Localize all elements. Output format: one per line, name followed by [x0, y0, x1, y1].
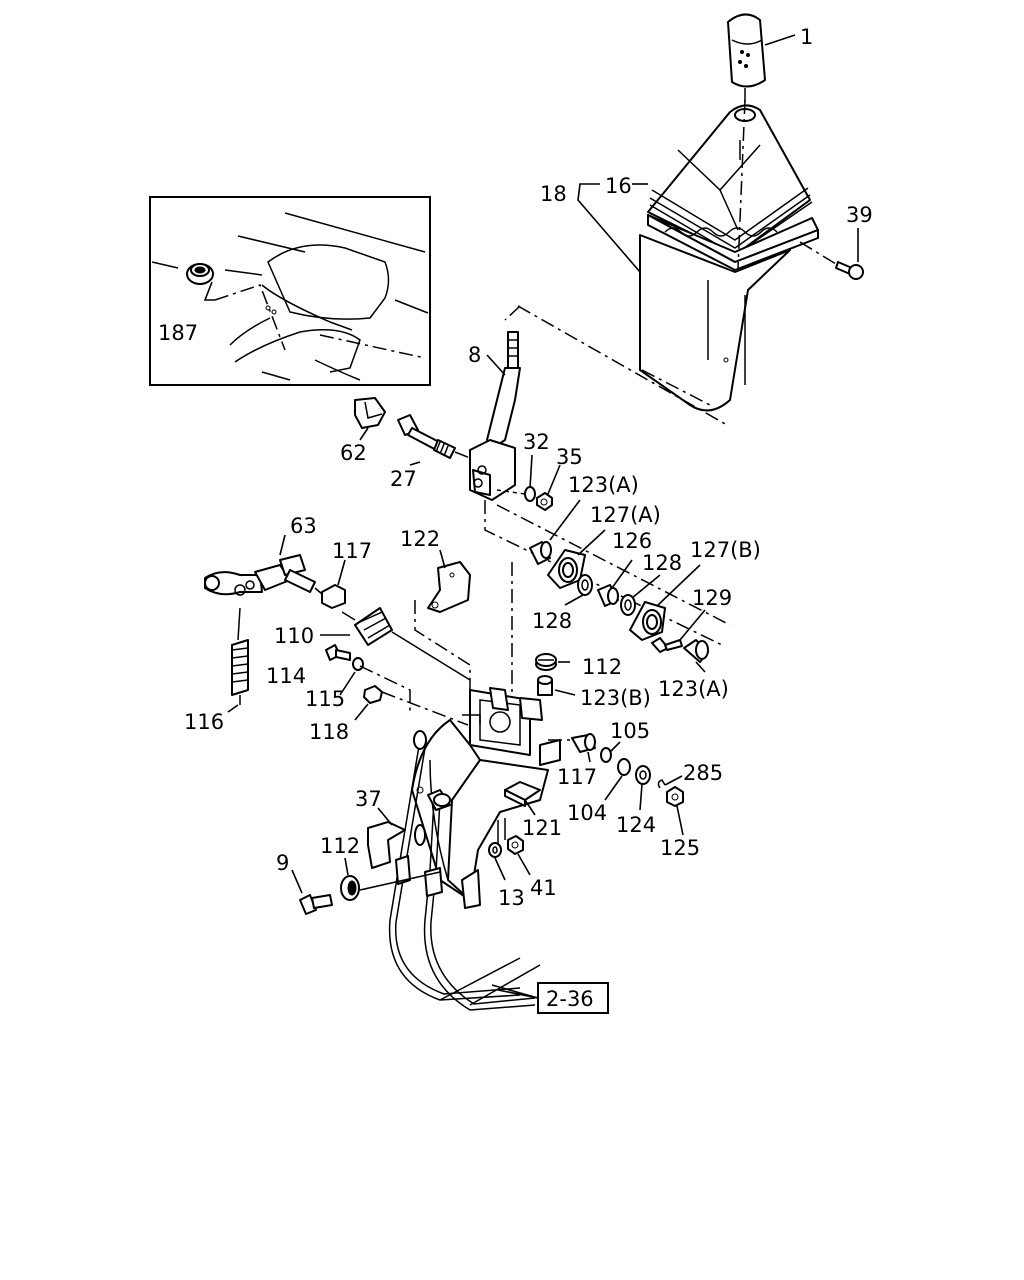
bearing-128-right: [620, 594, 636, 616]
nut-125: [666, 786, 684, 807]
label-117-bottom: 117: [557, 765, 597, 789]
label-121: 121: [522, 816, 562, 840]
label-110: 110: [274, 624, 314, 648]
label-112-right: 112: [582, 655, 622, 679]
label-123a-right: 123(A): [658, 677, 729, 701]
label-117-top: 117: [332, 539, 372, 563]
cap-62: [354, 397, 386, 429]
label-114: 114: [266, 664, 306, 688]
shift-cover-18: [639, 214, 819, 412]
bushing-117-bottom: [571, 733, 596, 753]
washer-105: [600, 747, 612, 763]
label-122: 122: [400, 527, 440, 551]
bolt-9: [299, 894, 333, 915]
label-126: 126: [612, 529, 652, 553]
label-41: 41: [530, 876, 557, 900]
shift-lever-8: [469, 331, 521, 501]
label-9: 9: [276, 851, 289, 875]
label-123a-top: 123(A): [568, 473, 639, 497]
label-39: 39: [846, 203, 873, 227]
pad-121: [504, 781, 541, 807]
spring-116: [231, 607, 249, 705]
reference-box: [537, 982, 609, 1014]
label-62: 62: [340, 441, 367, 465]
label-285: 285: [683, 761, 723, 785]
label-35: 35: [556, 445, 583, 469]
label-124: 124: [616, 813, 656, 837]
clip-285: [657, 779, 666, 789]
label-128-top: 128: [642, 551, 682, 575]
label-16: 16: [605, 174, 632, 198]
mount-112-right: [535, 653, 557, 671]
nut-41: [507, 835, 524, 855]
flange-127b: [629, 601, 666, 641]
grommet-187: [186, 263, 214, 285]
label-118: 118: [309, 720, 349, 744]
pin-27: [397, 414, 456, 459]
spring-110: [341, 607, 471, 681]
label-13: 13: [498, 886, 525, 910]
label-129: 129: [692, 586, 732, 610]
washer-13: [488, 842, 502, 858]
label-123b: 123(B): [580, 686, 651, 710]
mount-112-left: [340, 875, 360, 901]
label-115: 115: [305, 687, 345, 711]
bushing-126: [597, 584, 619, 607]
bracket-122: [427, 561, 471, 613]
bearing-128-left: [577, 574, 593, 596]
label-125: 125: [660, 836, 700, 860]
nut-117-top: [321, 584, 346, 609]
bushing-123a-top: [529, 541, 552, 565]
label-127b: 127(B): [690, 538, 761, 562]
label-27: 27: [390, 467, 417, 491]
label-104: 104: [567, 801, 607, 825]
inset-detail: [149, 196, 431, 386]
cables: [388, 730, 541, 1011]
label-187: 187: [158, 321, 198, 345]
bushing-123a-right: [683, 639, 709, 663]
flange-127a: [547, 549, 586, 589]
label-37: 37: [355, 787, 382, 811]
shift-knob-1: [727, 13, 766, 88]
nut-118: [363, 685, 383, 704]
washer-32: [524, 486, 536, 502]
label-ref-2-36: 2-36: [546, 987, 594, 1011]
label-1: 1: [800, 25, 813, 49]
label-8: 8: [468, 343, 481, 367]
nut-35: [536, 492, 553, 511]
washer-124: [635, 765, 651, 785]
screw-39: [835, 261, 864, 280]
rod-end-63: [204, 554, 316, 596]
label-32: 32: [523, 430, 550, 454]
bolt-114: [325, 644, 351, 661]
washer-104: [617, 758, 631, 776]
label-105: 105: [610, 719, 650, 743]
washer-115: [352, 657, 364, 671]
bolt-129: [651, 637, 683, 653]
bushing-123b: [537, 675, 553, 696]
label-116: 116: [184, 710, 224, 734]
label-112-left: 112: [320, 834, 360, 858]
label-18: 18: [540, 182, 567, 206]
label-127a: 127(A): [590, 503, 661, 527]
label-128-bottom: 128: [532, 609, 572, 633]
label-63: 63: [290, 514, 317, 538]
